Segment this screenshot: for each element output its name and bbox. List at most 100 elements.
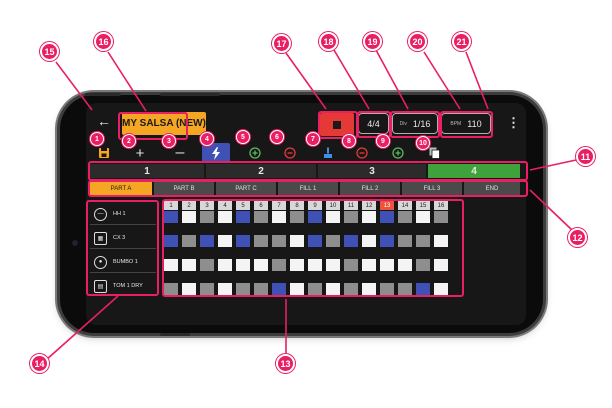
step-cell[interactable] — [218, 283, 232, 295]
step-number: 14 — [398, 201, 412, 210]
step-cell[interactable] — [272, 283, 286, 295]
part-tab-fill-3[interactable]: FILL 3 — [402, 182, 464, 195]
step-cell[interactable] — [380, 259, 394, 271]
step-cell[interactable] — [416, 283, 430, 295]
part-tab-part-b[interactable]: PART B — [154, 182, 216, 195]
part-tab-part-a[interactable]: PART A — [90, 182, 154, 195]
step-cell[interactable] — [290, 283, 304, 295]
step-cell[interactable] — [434, 235, 448, 247]
step-cell[interactable] — [326, 235, 340, 247]
step-cell[interactable] — [344, 283, 358, 295]
decrease-button[interactable] — [348, 143, 376, 163]
step-cell[interactable] — [272, 259, 286, 271]
step-cell[interactable] — [236, 283, 250, 295]
step-cell[interactable] — [236, 235, 250, 247]
step-cell[interactable] — [344, 235, 358, 247]
step-cell[interactable] — [254, 283, 268, 295]
step-cell[interactable] — [254, 259, 268, 271]
step-cell[interactable] — [200, 259, 214, 271]
step-cell[interactable] — [416, 235, 430, 247]
step-cell[interactable] — [344, 211, 358, 223]
save-button[interactable] — [90, 143, 118, 163]
step-cell[interactable] — [182, 211, 196, 223]
step-cell[interactable] — [308, 283, 322, 295]
part-tab-part-c[interactable]: PART C — [216, 182, 278, 195]
step-cell[interactable] — [362, 235, 376, 247]
step-cell[interactable] — [434, 283, 448, 295]
step-cell[interactable] — [380, 211, 394, 223]
step-cell[interactable] — [218, 211, 232, 223]
stop-button[interactable] — [320, 113, 354, 136]
step-cell[interactable] — [254, 235, 268, 247]
copy-button[interactable] — [420, 143, 448, 163]
step-cell[interactable] — [362, 211, 376, 223]
step-cell[interactable] — [434, 211, 448, 223]
step-cell[interactable] — [236, 259, 250, 271]
instrument-row[interactable]: —HH 1 — [90, 204, 156, 225]
step-cell[interactable] — [164, 211, 178, 223]
remove-instrument-button[interactable] — [276, 143, 304, 163]
song-title-button[interactable]: MY SALSA (NEW) — [122, 112, 206, 135]
step-cell[interactable] — [200, 211, 214, 223]
step-cell[interactable] — [362, 259, 376, 271]
step-cell[interactable] — [254, 211, 268, 223]
step-cell[interactable] — [380, 235, 394, 247]
step-cell[interactable] — [326, 283, 340, 295]
step-cell[interactable] — [416, 259, 430, 271]
quick-fill-button[interactable] — [202, 143, 230, 163]
remove-bar-button[interactable]: – — [166, 143, 194, 163]
bar-tab-2[interactable]: 2 — [206, 164, 318, 178]
part-selector-highlight — [88, 180, 528, 197]
step-cell[interactable] — [290, 235, 304, 247]
bpm-highlight — [440, 111, 493, 138]
step-number: 8 — [290, 201, 304, 210]
bar-tab-4[interactable]: 4 — [428, 164, 520, 178]
part-tab-end[interactable]: END — [464, 182, 520, 195]
step-cell[interactable] — [308, 235, 322, 247]
step-cell[interactable] — [164, 259, 178, 271]
step-cell[interactable] — [200, 235, 214, 247]
step-cell[interactable] — [290, 259, 304, 271]
instrument-row[interactable]: ●BUMBO 1 — [90, 252, 156, 273]
step-cell[interactable] — [164, 235, 178, 247]
instrument-row[interactable]: ▦CX 3 — [90, 228, 156, 249]
bar-tab-1[interactable]: 1 — [90, 164, 206, 178]
step-cell[interactable] — [182, 259, 196, 271]
step-cell[interactable] — [236, 211, 250, 223]
step-cell[interactable] — [398, 283, 412, 295]
step-cell[interactable] — [272, 211, 286, 223]
division-highlight — [390, 111, 440, 138]
brush-button[interactable] — [314, 143, 342, 163]
step-cell[interactable] — [218, 259, 232, 271]
more-menu-icon[interactable]: ⋮ — [507, 115, 520, 130]
part-tab-fill-2[interactable]: FILL 2 — [340, 182, 402, 195]
back-icon[interactable]: ← — [97, 113, 111, 129]
instrument-row[interactable]: ▤TOM 1 DRY — [90, 276, 156, 296]
step-cell[interactable] — [416, 211, 430, 223]
step-cell[interactable] — [308, 259, 322, 271]
increase-button[interactable] — [384, 143, 412, 163]
step-cell[interactable] — [182, 235, 196, 247]
step-cell[interactable] — [344, 259, 358, 271]
bar-tab-3[interactable]: 3 — [318, 164, 428, 178]
step-cell[interactable] — [308, 211, 322, 223]
step-cell[interactable] — [290, 211, 304, 223]
step-cell[interactable] — [218, 235, 232, 247]
step-cell[interactable] — [326, 259, 340, 271]
step-cell[interactable] — [272, 235, 286, 247]
instrument-list-highlight — [86, 200, 159, 296]
step-cell[interactable] — [398, 211, 412, 223]
step-cell[interactable] — [182, 283, 196, 295]
step-cell[interactable] — [398, 235, 412, 247]
part-tab-fill-1[interactable]: FILL 1 — [278, 182, 340, 195]
step-cell[interactable] — [380, 283, 394, 295]
add-bar-button[interactable]: + — [126, 143, 154, 163]
step-cell[interactable] — [326, 211, 340, 223]
step-cell[interactable] — [362, 283, 376, 295]
step-cell[interactable] — [434, 259, 448, 271]
step-cell[interactable] — [200, 283, 214, 295]
add-instrument-button[interactable] — [241, 143, 269, 163]
step-cell[interactable] — [398, 259, 412, 271]
step-cell[interactable] — [164, 283, 178, 295]
